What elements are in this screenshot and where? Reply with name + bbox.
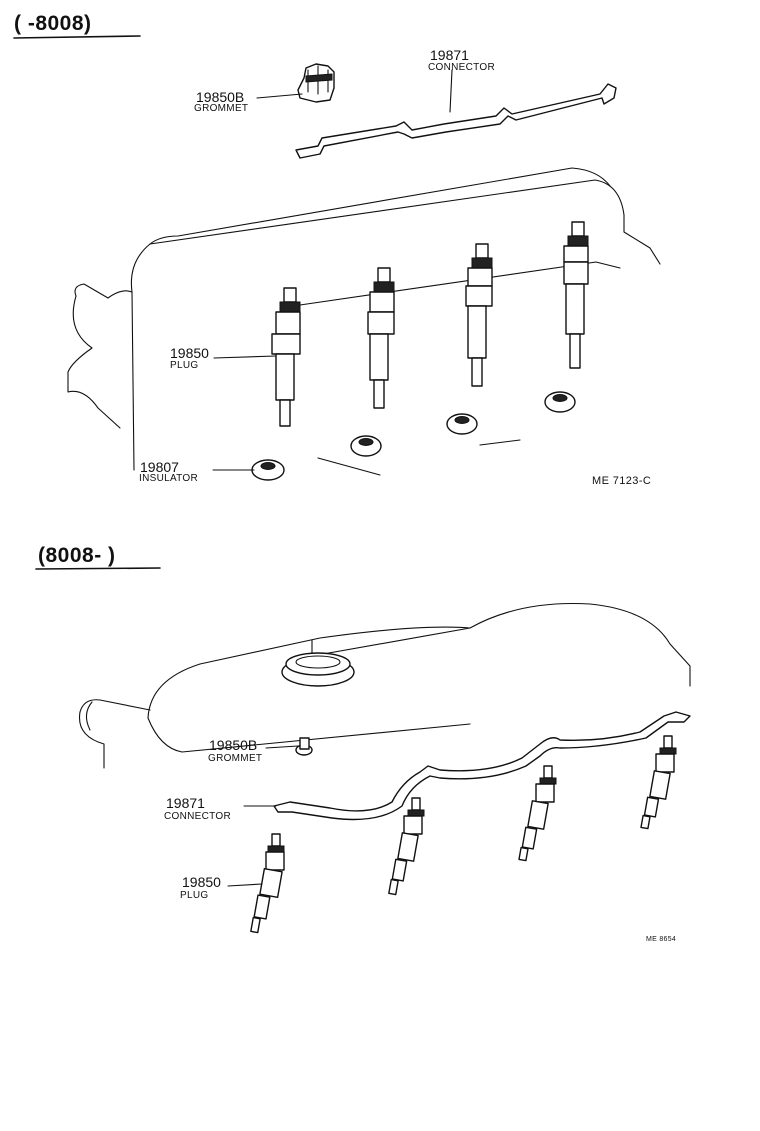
connector-bar-1 xyxy=(295,83,617,159)
glow-plug-2d xyxy=(640,735,677,830)
glow-plug-2b xyxy=(388,797,425,896)
plug-leader-1 xyxy=(213,355,277,359)
grommet-leader-1 xyxy=(256,93,303,99)
section-1-range-heading: ( -8008) xyxy=(14,12,92,35)
figure-code-2: ME 8654 xyxy=(646,936,676,943)
insulator-name-1: INSULATOR xyxy=(139,473,198,484)
glow-plug-2c xyxy=(518,765,557,862)
connector-name-1: CONNECTOR xyxy=(428,62,495,73)
grommet-name-2: GROMMET xyxy=(208,753,262,764)
grommet-1 xyxy=(297,63,335,103)
plug-number-2: 19850 xyxy=(182,874,221,890)
insulator-1a xyxy=(251,459,285,481)
connector-number-2: 19871 xyxy=(166,795,205,811)
insulator-1b xyxy=(350,435,382,457)
oil-filler-cap-2 xyxy=(281,652,355,687)
engine-head-outline-2 xyxy=(78,603,691,769)
insulator-number-1: 19807 xyxy=(140,459,179,475)
grommet-leader-2 xyxy=(265,745,299,749)
section-1-diagram: ( -8008) xyxy=(13,12,661,487)
glow-plug-1b xyxy=(367,267,395,409)
connector-bar-2 xyxy=(273,711,691,821)
glow-plug-1d xyxy=(563,221,589,369)
grommet-2 xyxy=(295,737,313,756)
figure-code-1: ME 7123-C xyxy=(592,475,651,487)
plug-name-1: PLUG xyxy=(170,360,198,371)
glow-plug-1c xyxy=(465,243,493,387)
engine-head-outline-1 xyxy=(67,167,661,476)
section-1-heading-underline xyxy=(13,35,141,39)
glow-plug-2a xyxy=(250,833,285,934)
section-2-diagram: (8008- ) xyxy=(35,544,691,943)
insulator-1c xyxy=(446,413,478,435)
plug-leader-2 xyxy=(227,883,263,887)
connector-name-2: CONNECTOR xyxy=(164,811,231,822)
grommet-number-1: 19850B xyxy=(196,89,244,105)
section-2-range-heading: (8008- ) xyxy=(38,544,116,567)
connector-leader-1 xyxy=(449,69,453,113)
plug-number-1: 19850 xyxy=(170,345,209,361)
glow-plug-1a xyxy=(271,287,301,427)
grommet-number-2: 19850B xyxy=(209,737,257,753)
connector-number-1: 19871 xyxy=(430,47,469,63)
section-2-heading-underline xyxy=(35,567,161,570)
insulator-1d xyxy=(544,391,576,413)
grommet-name-1: GROMMET xyxy=(194,103,248,114)
plug-name-2: PLUG xyxy=(180,890,208,901)
